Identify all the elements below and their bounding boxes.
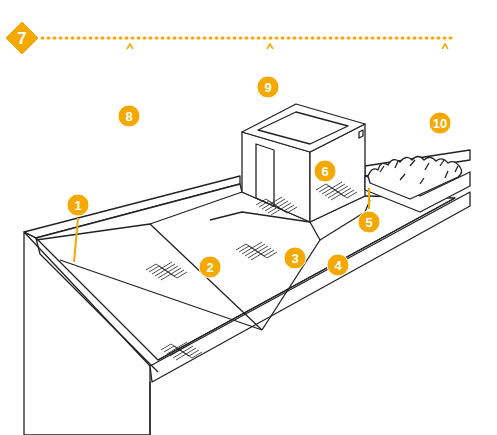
- callout-circle: [67, 194, 89, 216]
- callout-circle: [358, 211, 380, 233]
- slope-hatching: [146, 182, 357, 360]
- housing-rooflight: [258, 112, 348, 144]
- hatch-stroke: [251, 252, 277, 260]
- caret: [267, 44, 273, 49]
- leader-line: [74, 218, 78, 262]
- hatch-stroke: [176, 352, 202, 360]
- callout-number: 1: [74, 199, 81, 212]
- callout-circle: [284, 247, 306, 269]
- slope-line: [36, 224, 262, 330]
- plants: [368, 157, 462, 200]
- callout-number: 8: [125, 110, 132, 123]
- housing-door: [256, 144, 274, 206]
- callout-circle: [314, 160, 336, 182]
- hatch-stroke: [331, 192, 357, 200]
- caret-marks: [127, 44, 448, 49]
- roof-surface: [36, 184, 455, 360]
- hatch-stroke: [161, 272, 187, 280]
- gutter-line: [158, 198, 455, 360]
- slope-line: [150, 192, 242, 224]
- caret: [127, 44, 133, 49]
- figure-number: 7: [17, 30, 26, 47]
- parapet-edge: [24, 232, 36, 238]
- callout-circle: [327, 254, 349, 276]
- callout-circle: [257, 76, 279, 98]
- wall-edge: [149, 382, 150, 435]
- hatch-stroke: [271, 207, 297, 215]
- callout-number: 6: [321, 165, 328, 178]
- gutter-line: [36, 238, 158, 372]
- figure-number-badge: [5, 21, 39, 55]
- callout-circle: [429, 112, 451, 134]
- housing-vent: [359, 130, 363, 138]
- callout-circle: [199, 256, 221, 278]
- callout-number: 3: [291, 252, 298, 265]
- caret: [442, 44, 448, 49]
- plant-texture: [380, 160, 458, 184]
- callout-number: 9: [264, 81, 271, 94]
- callout-number: 2: [206, 261, 213, 274]
- building: [24, 104, 470, 435]
- callout-number: 10: [433, 117, 447, 130]
- callout-circle: [118, 105, 140, 127]
- callout-number: 5: [365, 216, 372, 229]
- dotted-line: [42, 37, 452, 40]
- callout-number: 4: [334, 259, 341, 272]
- leader-line: [368, 188, 370, 209]
